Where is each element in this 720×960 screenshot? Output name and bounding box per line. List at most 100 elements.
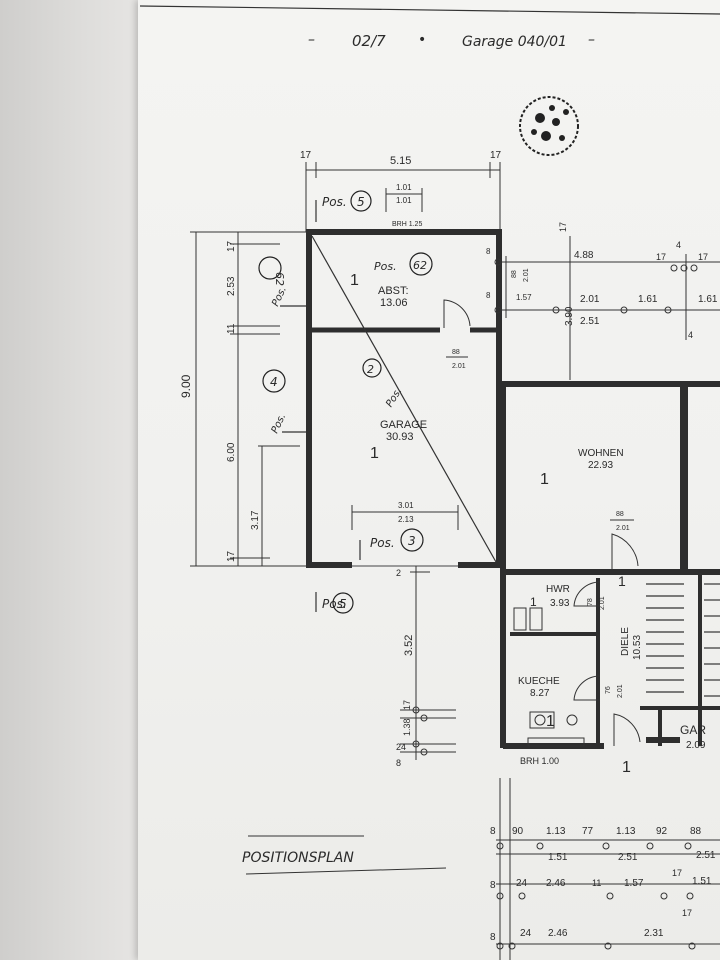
underlying-page <box>0 0 140 960</box>
dim-door-top-b: 1.01 <box>396 196 412 205</box>
dim-right-l: 8 <box>486 291 491 300</box>
brh-bottom: BRH 1.00 <box>520 756 559 766</box>
row4-1: 24 <box>520 928 532 939</box>
row3-5: 17 <box>672 868 682 878</box>
dim-right-d: 1.61 <box>638 294 658 305</box>
row4-4: 17 <box>682 908 692 918</box>
kueche-area: 8.27 <box>530 688 550 699</box>
abst-area: 13.06 <box>380 297 408 309</box>
dim-right-o: 4 <box>688 330 693 340</box>
dim-left-f: 17 <box>226 550 237 562</box>
floor-plan-sheet <box>138 0 720 960</box>
pos-62-side-number: 62 <box>273 272 286 286</box>
row3-0: 8 <box>490 880 496 891</box>
row1-0: 8 <box>490 826 496 837</box>
pos-4-side-number: 4 <box>270 375 278 389</box>
garage-area: 30.93 <box>386 431 414 443</box>
dim-top-width: 5.15 <box>390 155 411 167</box>
dim-left-c: 11 <box>226 323 237 334</box>
dim-right-c: 2.01 <box>580 294 600 305</box>
header-note-right: Garage 040/01 <box>462 34 567 50</box>
footer-title: POSITIONSPLAN <box>242 850 354 866</box>
dim-kueche-door-b: 2.01 <box>617 684 624 698</box>
dim-abst-door-b: 2.01 <box>452 363 466 370</box>
header-note-left: 02/7 <box>352 32 386 50</box>
dim-below-c: 1.38 <box>402 718 412 736</box>
pos-5-bottom-label: Pos. <box>322 597 347 611</box>
pos-3-number: 3 <box>408 534 416 548</box>
row1-2: 1.13 <box>546 826 566 837</box>
dim-door-top-a: 1.01 <box>396 183 412 192</box>
pos-2-number: 2 <box>367 363 374 376</box>
row3-3: 11 <box>592 878 601 888</box>
dim-right-e: 1.61 <box>698 294 718 305</box>
dim-abst-door-a: 88 <box>452 349 460 356</box>
dim-below-f: 2 <box>396 568 401 578</box>
dim-right-i: 88 <box>511 270 518 278</box>
dim-right-p: 17 <box>698 252 708 262</box>
dim-garage-door-a: 3.01 <box>398 501 414 510</box>
garage-pos: 1 <box>370 445 379 462</box>
row3-1: 24 <box>516 878 528 889</box>
row1-1: 90 <box>512 826 524 837</box>
dim-left-total: 9.00 <box>179 374 193 398</box>
row2-2: 2.51 <box>696 850 716 861</box>
diele-pos: 1 <box>618 573 626 589</box>
dim-right-j: 2.01 <box>523 268 530 282</box>
dim-left-d: 6.00 <box>226 442 237 462</box>
row1-4: 1.13 <box>616 826 636 837</box>
row1-6: 88 <box>690 826 702 837</box>
garage-diagonal <box>311 235 497 563</box>
dim-below-a: 3.52 <box>403 635 415 656</box>
dim-wohnen-door-a: 88 <box>616 511 624 518</box>
garage-name: GARAGE <box>380 419 427 431</box>
dim-below-e: 8 <box>396 758 401 768</box>
dim-top-right: 17 <box>490 150 502 161</box>
hwr-area: 3.93 <box>550 598 570 609</box>
dim-top-left: 17 <box>300 150 312 161</box>
wohnen-name: WOHNEN <box>578 448 624 459</box>
row1-5: 92 <box>656 826 668 837</box>
dim-garage-door-b: 2.13 <box>398 515 414 524</box>
wohnen-pos: 1 <box>540 471 549 488</box>
wohnen-area: 22.93 <box>588 460 613 471</box>
abst-name: ABST: <box>378 285 409 297</box>
kueche-pos: 1 <box>546 713 555 730</box>
pos-5-top-label: Pos. <box>322 195 347 209</box>
dim-below-d: 24 <box>396 742 406 752</box>
dim-right-b: 17 <box>656 252 666 262</box>
pos-3-label: Pos. <box>370 536 395 550</box>
svg-text:–: – <box>308 32 315 48</box>
dim-right-m: 17 <box>558 222 568 232</box>
diele-area: 10.53 <box>632 635 643 660</box>
kitchen-counter <box>527 711 585 747</box>
dim-hwr-door-b: 2.01 <box>599 596 606 610</box>
dim-hwr-door-a: 78 <box>587 598 594 606</box>
hwr-name: HWR <box>546 584 570 595</box>
pos-62-room-label: Pos. <box>374 260 397 273</box>
diele-name: DIELE <box>620 627 631 656</box>
outside-pos: 1 <box>622 759 631 776</box>
dim-kueche-door-a: 76 <box>605 686 612 694</box>
row3-2: 2.46 <box>546 878 566 889</box>
dim-right-h: 1.57 <box>516 293 532 302</box>
row4-0: 8 <box>490 932 496 943</box>
svg-text:•: • <box>418 32 426 48</box>
dim-left-e: 3.17 <box>250 510 261 530</box>
dim-wohnen-door-b: 2.01 <box>616 525 630 532</box>
row2-0: 1.51 <box>548 852 568 863</box>
row4-3: 2.31 <box>644 928 664 939</box>
pos-2-label: Pos. <box>384 386 404 409</box>
brh-top: BRH 1.25 <box>392 221 422 228</box>
gar-name: GAR <box>680 723 706 737</box>
pos-5-bottom-number: 5 <box>339 597 347 611</box>
pos-62-side-label: Pos. <box>270 285 289 308</box>
pos-5-top-circle <box>350 190 372 212</box>
row2-1: 2.51 <box>618 852 638 863</box>
pos-62-room-number: 62 <box>413 259 427 272</box>
row3-4: 1.57 <box>624 878 644 889</box>
hwr-pos: 1 <box>530 595 537 609</box>
tree-icon <box>519 96 579 156</box>
